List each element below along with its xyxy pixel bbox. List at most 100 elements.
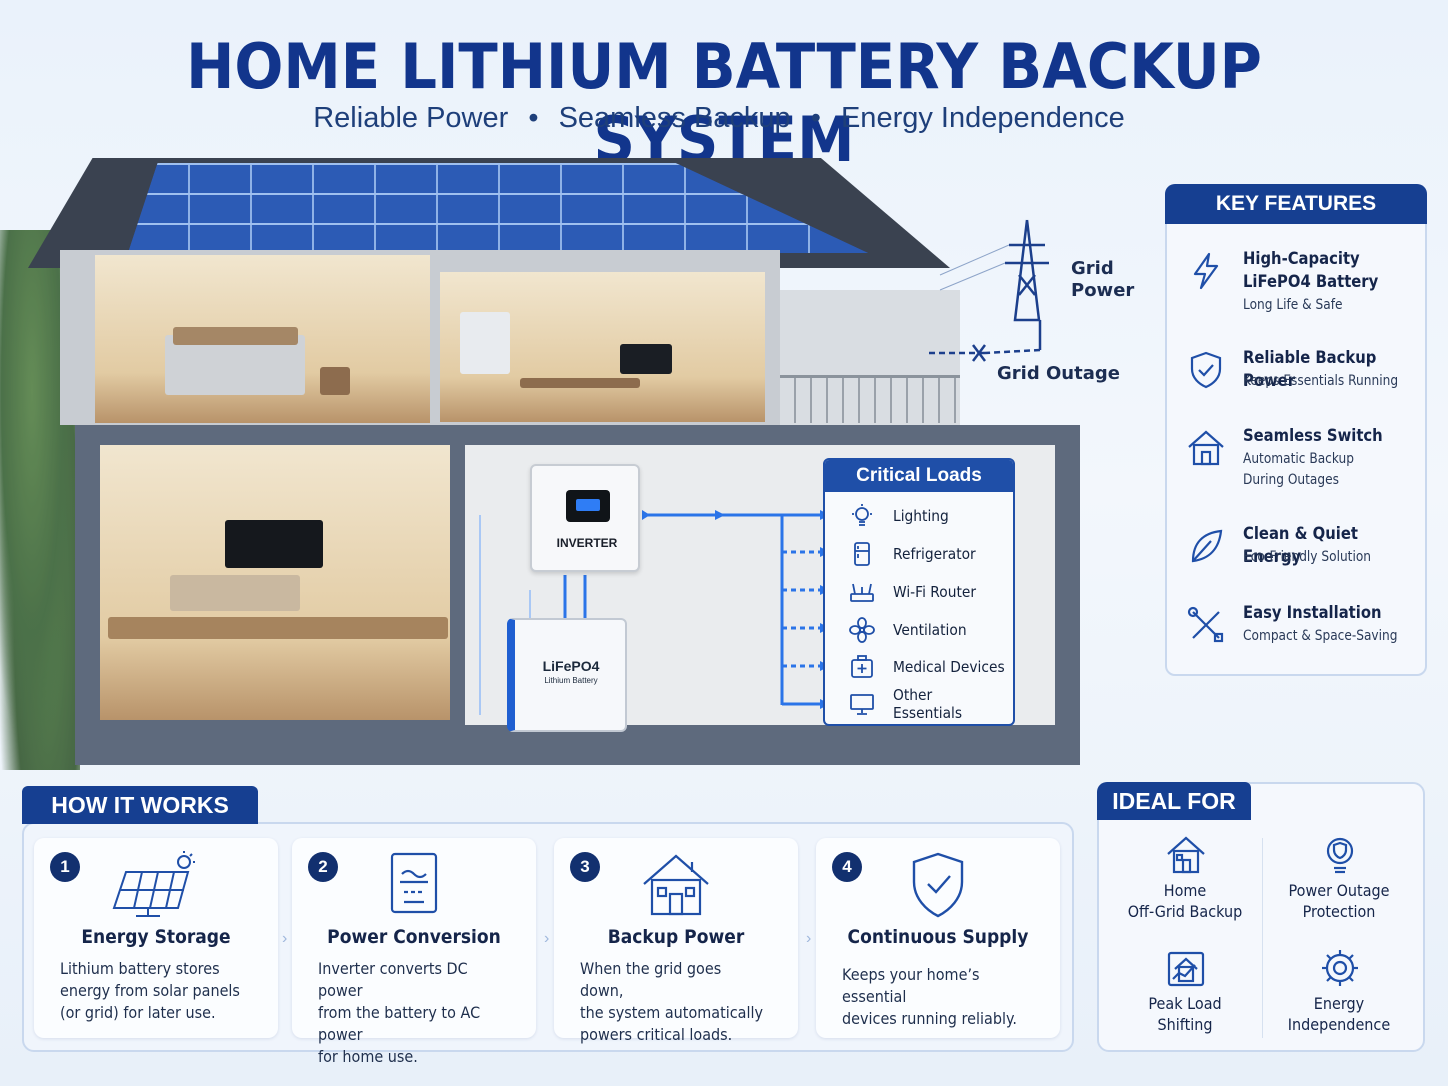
grid-power-label: Grid Power bbox=[1071, 258, 1134, 302]
feature-title: Reliable Backup Power bbox=[1243, 348, 1377, 391]
step-title: Power Conversion bbox=[327, 926, 501, 948]
step-desc-line: Keeps your home’s essential bbox=[842, 965, 980, 1006]
battery-sublabel: Lithium Battery bbox=[544, 676, 598, 685]
ideal-item: Home Off-Grid Backup bbox=[1110, 834, 1260, 942]
step-card: 3 Backup Power When the grid goes down, … bbox=[554, 838, 798, 1044]
step-desc-line: When the grid goes down, bbox=[580, 959, 722, 1000]
ideal-item: Power Outage Protection bbox=[1264, 834, 1414, 942]
fan-icon bbox=[847, 617, 877, 643]
ideal-for-title: IDEAL FOR bbox=[1097, 782, 1251, 820]
leaf-icon bbox=[1185, 525, 1227, 567]
router-icon bbox=[847, 579, 877, 605]
inverter-screen bbox=[566, 490, 610, 522]
step-desc-line: powers critical loads. bbox=[580, 1025, 733, 1044]
ideal-for-panel bbox=[1097, 782, 1425, 1052]
step-desc-line: Inverter converts DC power bbox=[318, 959, 468, 1000]
feature-desc-line: Automatic Backup bbox=[1243, 451, 1354, 467]
step-desc: Keeps your home’s essential devices runn… bbox=[842, 964, 1031, 1030]
feature-desc: Keeps Essentials Running bbox=[1243, 373, 1399, 389]
ideal-item: Peak Load Shifting bbox=[1110, 947, 1260, 1055]
grid-power-line: Grid bbox=[1071, 258, 1114, 279]
lightbulb-icon bbox=[847, 503, 877, 529]
page-title: HOME LITHIUM BATTERY BACKUP SYSTEM bbox=[186, 30, 1262, 176]
ideal-label-line: Shifting bbox=[1157, 1015, 1213, 1034]
load-item-medical: Medical Devices bbox=[825, 652, 1013, 682]
gear-bulb-icon bbox=[1319, 947, 1361, 989]
ideal-label-line: Peak Load bbox=[1148, 994, 1222, 1013]
bedroom bbox=[95, 255, 430, 423]
step-desc-line: from the battery to AC power bbox=[318, 1003, 481, 1044]
key-features-title: KEY FEATURES bbox=[1165, 184, 1427, 224]
balcony-railing bbox=[780, 375, 960, 423]
load-label: Lighting bbox=[893, 507, 949, 525]
step-number: 2 bbox=[308, 852, 338, 882]
feature-title-line: LiFePO4 Battery bbox=[1243, 272, 1379, 292]
ideal-label: Home Off-Grid Backup bbox=[1118, 880, 1253, 922]
critical-loads-title: Critical Loads bbox=[825, 460, 1013, 492]
subtitle-separator: • bbox=[528, 102, 539, 134]
battery-unit: LiFePO4 Lithium Battery bbox=[507, 618, 627, 732]
step-card: 2 Power Conversion Inverter converts DC … bbox=[292, 838, 536, 1066]
divider bbox=[1262, 838, 1263, 1038]
subtitle-part: Reliable Power bbox=[313, 102, 509, 134]
dining-room bbox=[440, 272, 765, 422]
shield-check-icon bbox=[1185, 349, 1227, 391]
monitor-icon bbox=[847, 691, 877, 717]
step-desc-line: for home use. bbox=[318, 1047, 418, 1066]
ideal-label-line: Protection bbox=[1302, 902, 1376, 921]
medical-kit-icon bbox=[847, 654, 877, 680]
house-icon bbox=[1185, 427, 1227, 469]
bulb-shield-icon bbox=[1319, 834, 1361, 876]
shield-check-icon bbox=[888, 850, 988, 920]
step-desc: Lithium battery stores energy from solar… bbox=[60, 958, 249, 1024]
power-tower-icon bbox=[925, 219, 1049, 362]
feature-title: Clean & Quiet Energy bbox=[1243, 524, 1358, 567]
step-number: 4 bbox=[832, 852, 862, 882]
ideal-label-line: Home bbox=[1163, 881, 1207, 900]
key-features-panel: KEY FEATURES High-Capacity LiFePO4 Batte… bbox=[1165, 184, 1427, 676]
inverter-unit: INVERTER bbox=[530, 464, 640, 572]
step-title: Energy Storage bbox=[81, 926, 231, 948]
step-desc: Inverter converts DC power from the batt… bbox=[318, 958, 507, 1068]
load-label: Refrigerator bbox=[893, 545, 976, 563]
grid-outage-label: Grid Outage bbox=[997, 363, 1120, 384]
step-title: Backup Power bbox=[607, 926, 745, 948]
ideal-item: Energy Independence bbox=[1264, 947, 1414, 1055]
load-label: Medical Devices bbox=[893, 658, 1005, 676]
inverter-label: INVERTER bbox=[556, 536, 618, 550]
load-item-other: Other Essentials bbox=[825, 686, 1013, 722]
house-icon bbox=[626, 850, 726, 920]
step-desc-line: devices running reliably. bbox=[842, 1009, 1018, 1028]
feature-title: Seamless Switch bbox=[1243, 426, 1383, 446]
ideal-label: Energy Independence bbox=[1272, 993, 1407, 1035]
ideal-label-line: Energy bbox=[1313, 994, 1365, 1013]
feature-desc-line: During Outages bbox=[1243, 472, 1339, 488]
ideal-label: Power Outage Protection bbox=[1272, 880, 1407, 922]
ideal-label-line: Independence bbox=[1287, 1015, 1391, 1034]
step-desc-line: energy from solar panels bbox=[60, 981, 240, 1000]
subtitle-part: Seamless Backup bbox=[558, 102, 791, 134]
feature-desc: Long Life & Safe bbox=[1243, 297, 1343, 313]
how-it-works-title: HOW IT WORKS bbox=[22, 786, 258, 824]
solar-panel-icon bbox=[106, 850, 206, 920]
load-label: Ventilation bbox=[893, 621, 967, 639]
step-number: 1 bbox=[50, 852, 80, 882]
refrigerator-icon bbox=[847, 541, 877, 567]
chevron-right-icon: › bbox=[544, 930, 550, 947]
lightning-icon bbox=[1185, 250, 1227, 292]
step-desc-line: the system automatically bbox=[580, 1003, 764, 1022]
house-icon bbox=[1165, 834, 1207, 876]
subtitle-part: Energy Independence bbox=[840, 102, 1125, 134]
step-card: 4 Continuous Supply Keeps your home’s es… bbox=[816, 838, 1060, 1038]
chevron-right-icon: › bbox=[282, 930, 288, 947]
living-room bbox=[100, 445, 450, 720]
page-subtitle: Reliable Power • Seamless Backup • Energ… bbox=[0, 102, 1438, 135]
step-card: 1 Energy Storage Lithium battery stores … bbox=[34, 838, 278, 1038]
tools-icon bbox=[1185, 604, 1227, 646]
feature-title-line: High-Capacity bbox=[1243, 249, 1360, 269]
chevron-right-icon: › bbox=[806, 930, 812, 947]
chart-house-icon bbox=[1165, 947, 1207, 989]
load-item-lighting: Lighting bbox=[825, 501, 1013, 531]
feature-desc: Automatic Backup During Outages bbox=[1243, 449, 1403, 491]
feature-desc: Compact & Space-Saving bbox=[1243, 628, 1398, 644]
